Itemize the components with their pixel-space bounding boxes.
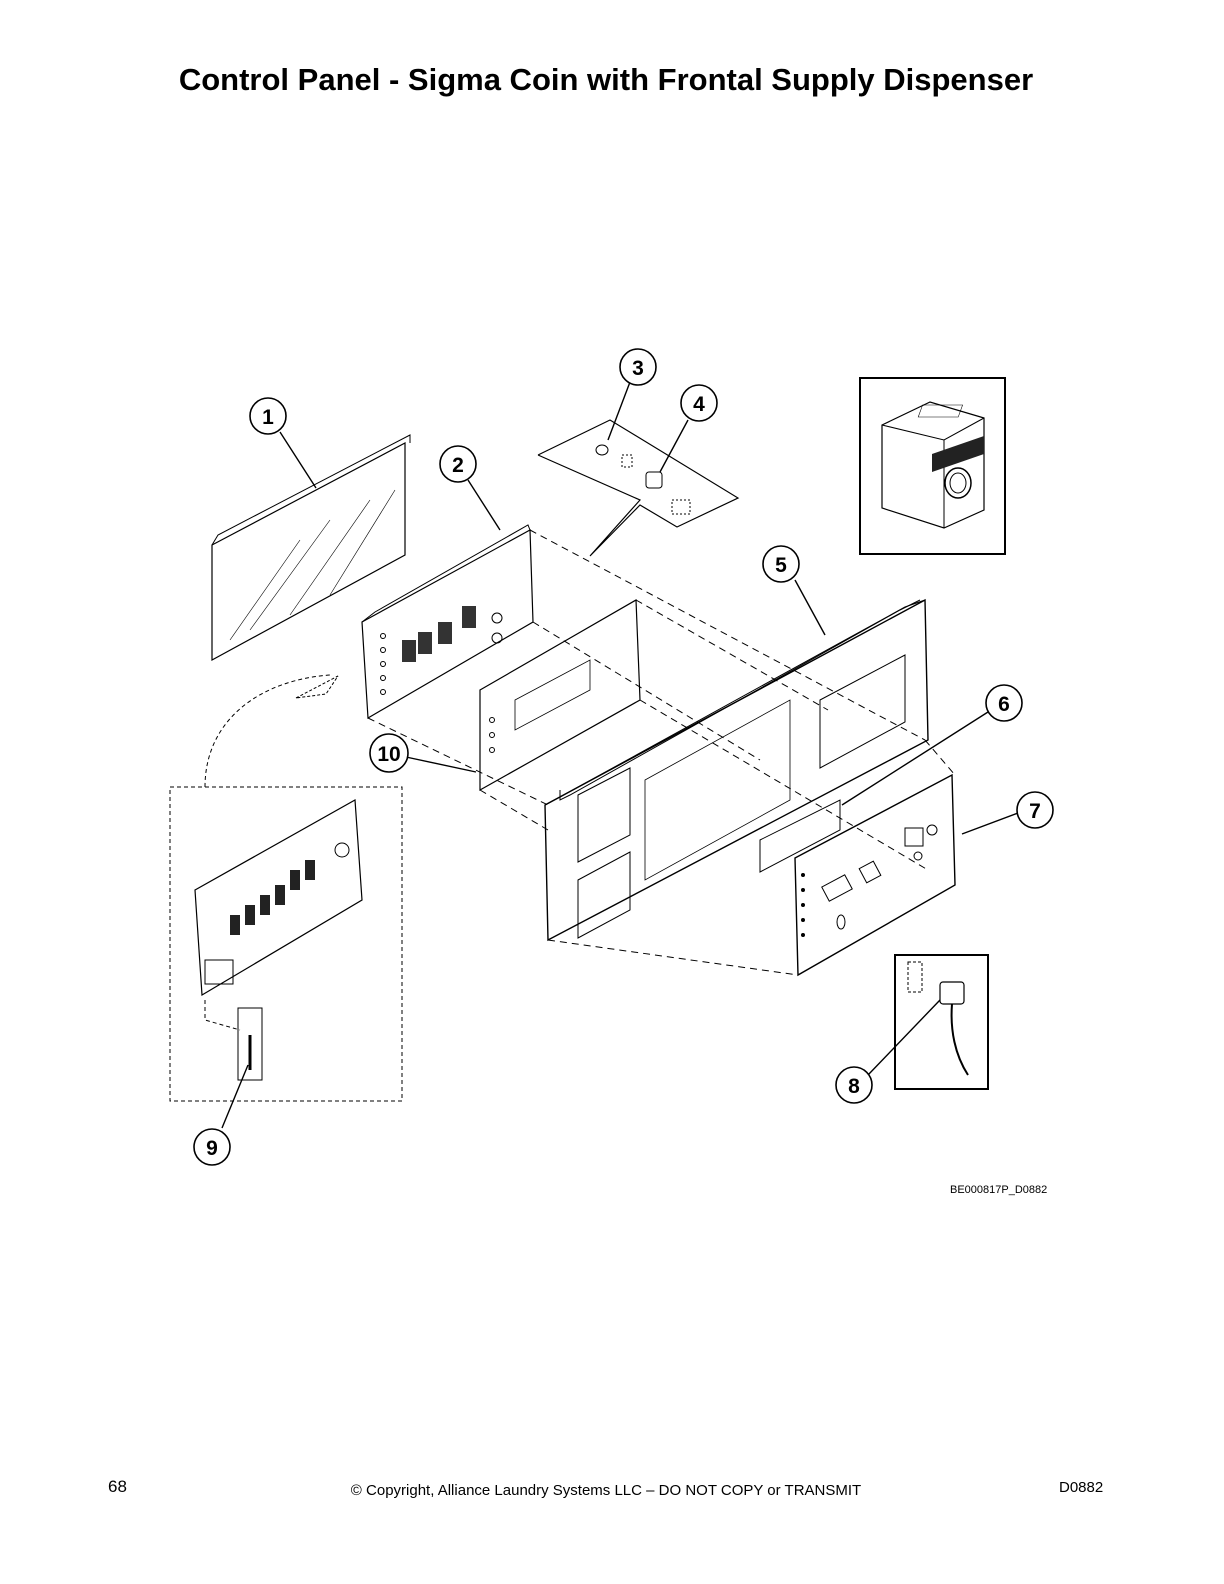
callout-8: 8 bbox=[835, 1066, 873, 1104]
callout-10: 10 bbox=[369, 733, 409, 773]
hardware-detail bbox=[537, 419, 740, 557]
machine-inset bbox=[859, 377, 1006, 555]
callout-label: 9 bbox=[206, 1137, 218, 1160]
document-code: D0882 bbox=[1059, 1479, 1104, 1496]
callout-label: 3 bbox=[632, 357, 644, 380]
callout-label: 1 bbox=[262, 406, 274, 429]
callout-5: 5 bbox=[762, 545, 800, 583]
callout-label: 8 bbox=[848, 1075, 860, 1098]
assembly-guides bbox=[367, 529, 956, 976]
page-title: Control Panel - Sigma Coin with Frontal … bbox=[178, 62, 1034, 97]
callout-label: 5 bbox=[775, 554, 787, 577]
callout-7: 7 bbox=[1016, 791, 1054, 829]
control-panel-frame bbox=[544, 598, 929, 942]
callout-label: 2 bbox=[452, 454, 464, 477]
window-strip bbox=[759, 799, 841, 873]
callout-label: 7 bbox=[1029, 800, 1041, 823]
copyright-notice: © Copyright, Alliance Laundry Systems LL… bbox=[350, 1482, 862, 1499]
controller-board-detail bbox=[169, 674, 403, 1102]
switch-inset bbox=[894, 954, 989, 1090]
drawing-code: BE000817P_D0882 bbox=[950, 1184, 1048, 1196]
callout-label: 6 bbox=[998, 693, 1010, 716]
leader-lines bbox=[221, 381, 1019, 1129]
front-overlay bbox=[794, 773, 956, 977]
callout-label: 4 bbox=[693, 393, 705, 416]
callout-6: 6 bbox=[985, 684, 1023, 722]
callout-label: 10 bbox=[377, 743, 400, 766]
page-number: 68 bbox=[108, 1477, 127, 1496]
callout-2: 2 bbox=[439, 445, 477, 483]
callout-1: 1 bbox=[249, 397, 287, 435]
callout-9: 9 bbox=[193, 1128, 231, 1166]
callout-4: 4 bbox=[680, 384, 718, 422]
callout-3: 3 bbox=[619, 348, 657, 386]
